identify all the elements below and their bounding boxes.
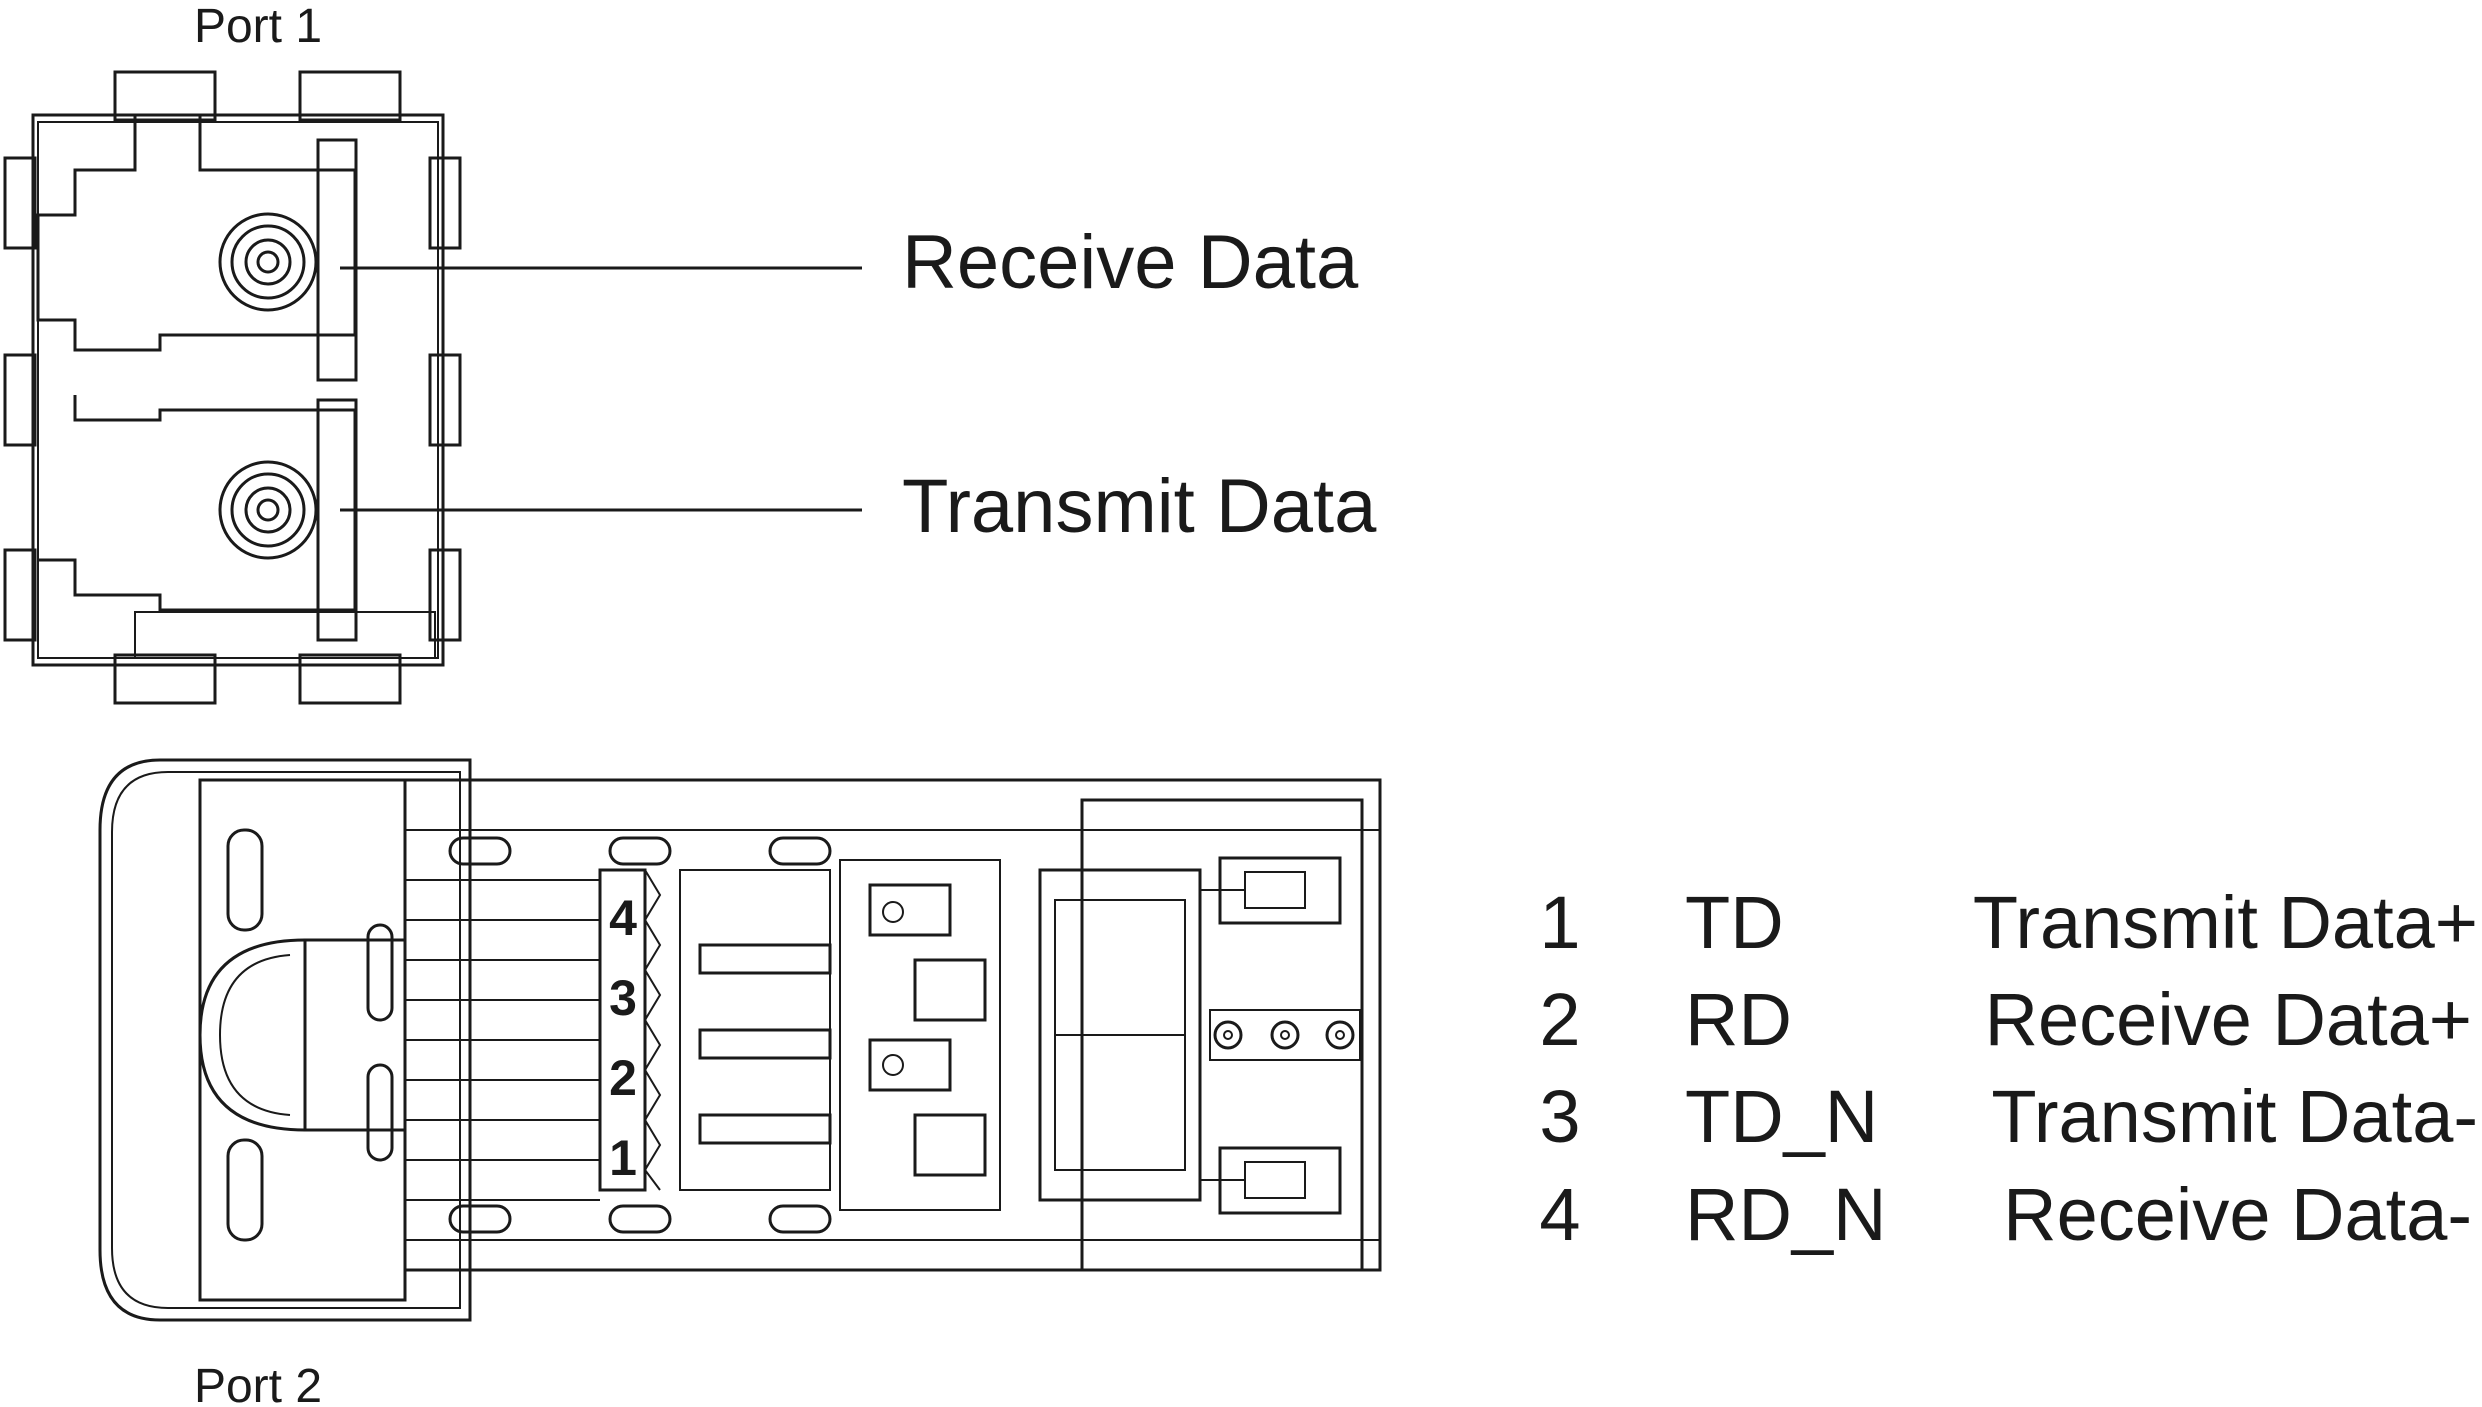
pin-number-1: 1 (1539, 881, 1580, 964)
slot-number-1: 1 (609, 1130, 637, 1186)
pin-signal-4: RD_N (1685, 1173, 1886, 1256)
receive-data-label: Receive Data (902, 220, 1359, 305)
fiber-contacts (1209, 1009, 1361, 1061)
slot-number-3: 3 (609, 970, 637, 1026)
pin-signal-2: RD (1685, 978, 1792, 1061)
slot-number-4: 4 (609, 890, 637, 946)
pin-signal-3: TD_N (1685, 1075, 1878, 1158)
transmit-data-label: Transmit Data (902, 464, 1377, 549)
transmit-port-icon (218, 460, 318, 560)
front-view-connector (3, 70, 462, 705)
pin-desc-1: Transmit Data+ (1973, 881, 2478, 964)
pin-desc-4: Receive Data- (2003, 1173, 2472, 1256)
fins (405, 879, 600, 1201)
pin-table: 1 TD Transmit Data+ 2 RD Receive Data+ 3… (1539, 881, 2478, 1256)
pin-number-4: 4 (1539, 1173, 1580, 1256)
pin-number-3: 3 (1539, 1075, 1580, 1158)
pin-desc-3: Transmit Data- (1991, 1075, 2478, 1158)
side-view-connector: 4 3 2 1 (98, 758, 1382, 1322)
pin-number-2: 2 (1539, 978, 1580, 1061)
pin-signal-1: TD (1685, 881, 1784, 964)
receive-port-icon (218, 212, 318, 312)
slot-number-2: 2 (609, 1050, 637, 1106)
pin-desc-2: Receive Data+ (1985, 978, 2472, 1061)
port2-label: Port 2 (194, 1360, 322, 1407)
port1-label: Port 1 (194, 0, 322, 53)
